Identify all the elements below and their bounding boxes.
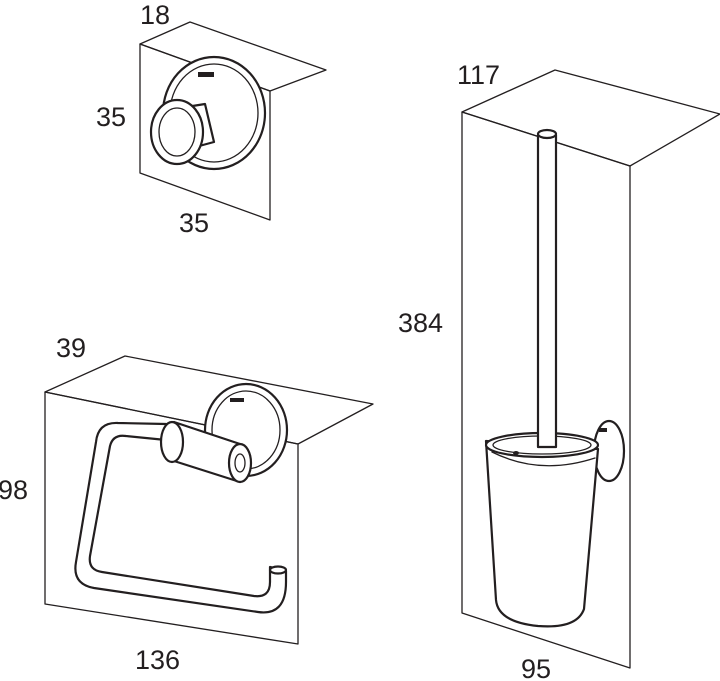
brush-set-depth-label: 117 <box>457 60 500 90</box>
brush-set-width-label: 95 <box>521 654 551 681</box>
paper-holder-width-label: 136 <box>135 645 180 675</box>
hook-product <box>149 55 267 171</box>
brush-set-group: 117 384 95 <box>398 60 720 681</box>
brush-set-product <box>484 128 626 628</box>
paper-holder-height-label: 98 <box>0 475 28 505</box>
brush-set-bounding-box <box>461 69 720 669</box>
brush-set-height-label: 384 <box>398 308 443 338</box>
hook-height-label: 35 <box>96 102 126 132</box>
paper-holder-group: 39 98 136 <box>0 333 374 675</box>
paper-holder-product <box>74 382 289 614</box>
paper-holder-depth-label: 39 <box>56 333 86 363</box>
hook-depth-label: 18 <box>140 0 170 30</box>
hook-product-group: 18 35 35 <box>96 0 327 238</box>
hook-width-label: 35 <box>179 208 209 238</box>
